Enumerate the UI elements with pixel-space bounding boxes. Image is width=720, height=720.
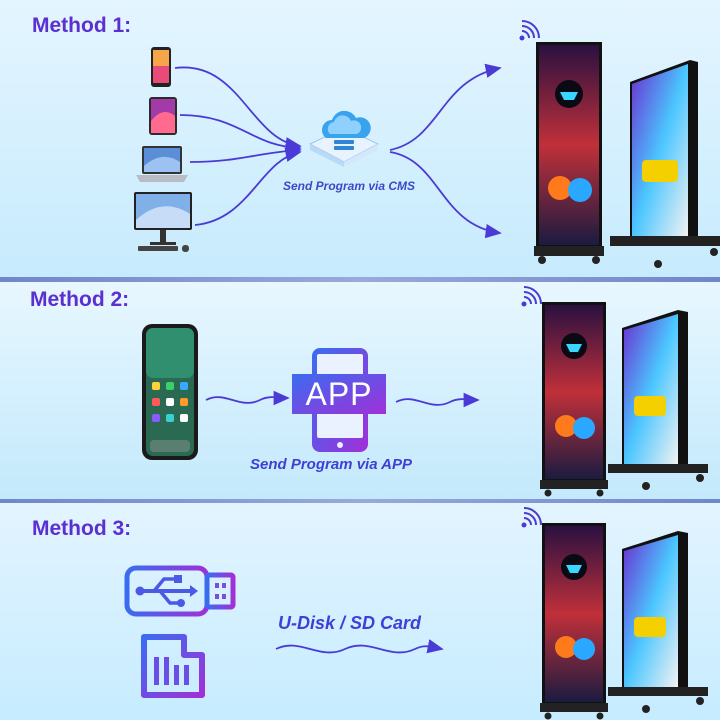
- method-2-caption: Send Program via APP: [250, 456, 412, 473]
- section-divider: [0, 277, 720, 282]
- method-3-caption: U-Disk / SD Card: [278, 613, 422, 633]
- smartphone-icon: [140, 322, 200, 462]
- usb-drive-icon: [124, 565, 236, 617]
- laptop-icon: [134, 144, 190, 184]
- app-icon: APP: [292, 346, 386, 454]
- method-1-arrows: [174, 63, 502, 239]
- method-3-arrow: [275, 639, 444, 654]
- sd-card-icon: [140, 633, 206, 699]
- method-2-title: Method 2:: [30, 288, 130, 311]
- led-poster-displays: [538, 300, 720, 498]
- led-poster-displays: [538, 521, 720, 720]
- method-2-section: Method 2:: [0, 282, 720, 499]
- method-2-arrows: [205, 390, 480, 408]
- cloud-server-icon: [304, 104, 384, 168]
- wifi-signal-icon: [516, 18, 542, 44]
- app-label: APP: [305, 376, 373, 412]
- method-1-caption: Send Program via CMS: [283, 179, 416, 193]
- wifi-signal-icon: [518, 284, 544, 310]
- method-1-title: Method 1:: [32, 14, 132, 37]
- method-3-section: Method 3:: [0, 503, 720, 720]
- tablet-icon: [148, 96, 178, 136]
- smartphone-icon: [150, 46, 172, 88]
- section-divider: [0, 499, 720, 504]
- method-3-title: Method 3:: [32, 517, 132, 540]
- method-1-section: Method 1:: [0, 0, 720, 277]
- led-poster-displays: [530, 40, 720, 270]
- wifi-signal-icon: [518, 505, 544, 531]
- desktop-computer-icon: [132, 190, 194, 254]
